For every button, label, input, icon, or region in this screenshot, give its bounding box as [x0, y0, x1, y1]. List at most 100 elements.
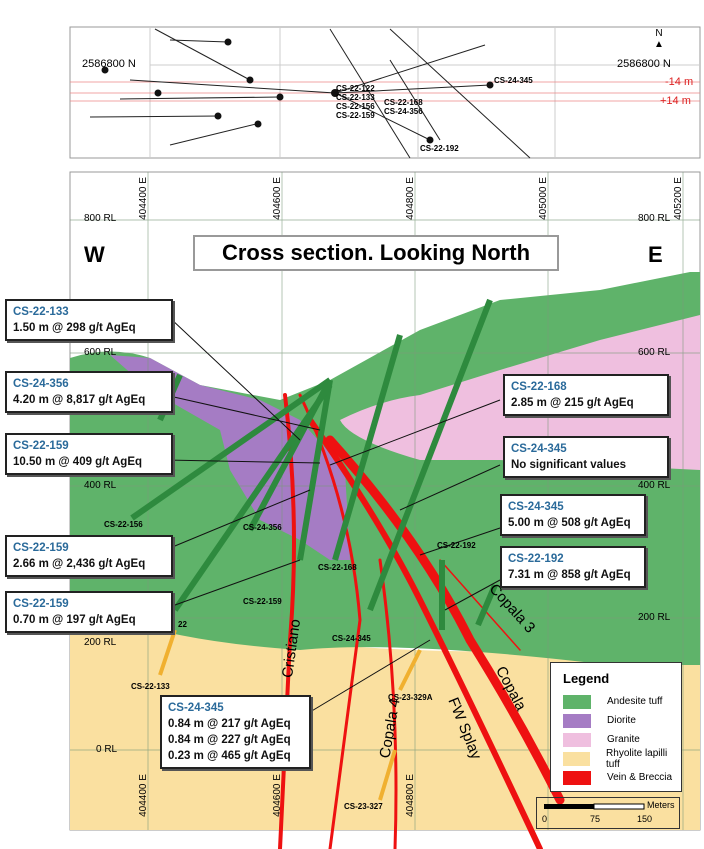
callout-cs-24-345-b: CS-24-345 5.00 m @ 508 g/t AgEq [500, 494, 646, 536]
callout-cs-22-133: CS-22-133 1.50 m @ 298 g/t AgEq [5, 299, 173, 341]
scale-bar [544, 803, 645, 810]
scale-unit: Meters [647, 800, 675, 810]
rl-left-400: 400 RL [84, 480, 117, 491]
plan-hole-label: CS-22-133 [336, 93, 375, 102]
legend-swatch [563, 751, 591, 766]
plan-northing-right: 2586800 N [617, 58, 671, 70]
legend-item: Andesite tuff [563, 692, 681, 711]
callout-value: 2.85 m @ 215 g/t AgEq [511, 397, 634, 409]
legend-swatch [563, 770, 591, 785]
plan-view [69, 26, 701, 159]
rl-left-800: 800 RL [84, 213, 117, 224]
scale-tick: 150 [637, 814, 653, 824]
plan-hole-label: CS-24-345 [494, 76, 533, 85]
rl-right-400: 400 RL [638, 480, 671, 491]
legend-item: Vein & Breccia [563, 768, 681, 787]
callout-value: 4.20 m @ 8,817 g/t AgEq [13, 394, 146, 406]
legend-title: Legend [563, 671, 610, 686]
callout-hole-id: CS-22-159 [13, 542, 69, 554]
callout-hole-id: CS-22-159 [13, 440, 69, 452]
callout-value: 10.50 m @ 409 g/t AgEq [13, 456, 143, 468]
north-arrow-icon: N▲ [654, 28, 664, 50]
rl-left-0: 0 RL [96, 744, 118, 755]
legend-label: Vein & Breccia [607, 772, 673, 783]
callout-value: No significant values [511, 459, 627, 471]
callout-value: 1.50 m @ 298 g/t AgEq [13, 322, 136, 334]
legend-item: Granite [563, 730, 681, 749]
callout-value: 0.84 m @ 217 g/t AgEq [168, 718, 291, 730]
callout-cs-22-159-c: CS-22-159 0.70 m @ 197 g/t AgEq [5, 591, 173, 633]
rl-right-800: 800 RL [638, 213, 671, 224]
legend-item: Rhyolite lapilli tuff [563, 747, 681, 770]
callout-hole-id: CS-24-345 [508, 501, 564, 513]
callout-hole-id: CS-24-356 [13, 378, 69, 390]
easting-top-2: 404600 E [271, 177, 283, 220]
drill-holes [130, 298, 498, 630]
scale-tick: 0 [542, 814, 548, 824]
plan-hole-label: CS-22-192 [420, 144, 459, 153]
plan-plus-14: +14 m [660, 95, 691, 107]
callout-cs-24-356: CS-24-356 4.20 m @ 8,817 g/t AgEq [5, 371, 173, 413]
legend-label: Granite [607, 734, 640, 745]
rl-left-200: 200 RL [84, 637, 117, 648]
hole-label: 22 [178, 620, 187, 629]
hole-label: CS-23-327 [344, 802, 383, 811]
callout-cs-22-159-a: CS-22-159 10.50 m @ 409 g/t AgEq [5, 433, 173, 475]
legend-item: Diorite [563, 711, 681, 730]
hole-label: CS-24-356 [243, 523, 282, 532]
plan-hole-label: CS-24-356 [384, 107, 423, 116]
callout-value: 2.66 m @ 2,436 g/t AgEq [13, 558, 146, 570]
callout-value: 7.31 m @ 858 g/t AgEq [508, 569, 631, 581]
plan-hole-label: CS-22-168 [384, 98, 423, 107]
plan-minus-14: -14 m [665, 76, 694, 88]
scale-tick: 75 [590, 814, 601, 824]
easting-top-3: 404800 E [404, 177, 416, 220]
callout-hole-id: CS-22-133 [13, 306, 69, 318]
callout-cs-22-159-b: CS-22-159 2.66 m @ 2,436 g/t AgEq [5, 535, 173, 577]
hole-label: CS-23-329A [388, 693, 433, 702]
easting-bottom-1: 404400 E [137, 774, 149, 817]
legend-swatch [563, 732, 591, 747]
hole-label: CS-22-133 [131, 682, 170, 691]
rl-left-600: 600 RL [84, 347, 117, 358]
hole-label: CS-22-168 [318, 563, 357, 572]
easting-bottom-2: 404600 E [271, 774, 283, 817]
callout-value: 0.23 m @ 465 g/t AgEq [168, 750, 291, 762]
callout-value: 0.70 m @ 197 g/t AgEq [13, 614, 136, 626]
callout-cs-24-345-c: CS-24-345 0.84 m @ 217 g/t AgEq 0.84 m @ 2… [160, 695, 311, 769]
legend: Legend Andesite tuff Diorite Granite Rhy… [550, 662, 682, 792]
callout-hole-id: CS-22-159 [13, 598, 69, 610]
rl-right-600: 600 RL [638, 347, 671, 358]
plan-hole-label: CS-22-122 [336, 84, 375, 93]
easting-bottom-3: 404800 E [404, 774, 416, 817]
hole-label: CS-22-156 [104, 520, 143, 529]
hole-label: CS-24-345 [332, 634, 371, 643]
rl-right-200: 200 RL [638, 612, 671, 623]
scale-box: Meters 0 75 150 [536, 797, 680, 829]
legend-label: Diorite [607, 715, 636, 726]
callout-cs-22-192: CS-22-192 7.31 m @ 858 g/t AgEq [500, 546, 646, 588]
callout-hole-id: CS-24-345 [511, 443, 567, 455]
callout-value: 0.84 m @ 227 g/t AgEq [168, 734, 291, 746]
east-label: E [648, 242, 663, 267]
legend-label: Rhyolite lapilli tuff [606, 747, 668, 770]
callout-hole-id: CS-22-192 [508, 553, 564, 565]
easting-top-5: 405200 E [672, 177, 684, 220]
legend-swatch [563, 713, 591, 728]
plan-northing-left: 2586800 N [82, 58, 136, 70]
plan-hole-label: CS-22-156 [336, 102, 375, 111]
legend-label: Andesite tuff [607, 696, 663, 707]
west-label: W [84, 242, 105, 267]
hole-label: CS-22-192 [437, 541, 476, 550]
hole-label: CS-22-159 [243, 597, 282, 606]
plan-hole-labels: CS-22-122 CS-22-133 CS-22-156 CS-22-159 [336, 84, 375, 120]
callout-hole-id: CS-24-345 [168, 702, 224, 714]
callout-cs-24-345-a: CS-24-345 No significant values [503, 436, 669, 478]
easting-top-1: 404400 E [137, 177, 149, 220]
callout-value: 5.00 m @ 508 g/t AgEq [508, 517, 631, 529]
plan-hole-label: CS-22-159 [336, 111, 375, 120]
north-label: N [655, 28, 663, 39]
section-title: Cross section. Looking North [193, 235, 559, 271]
legend-swatch [563, 694, 591, 709]
